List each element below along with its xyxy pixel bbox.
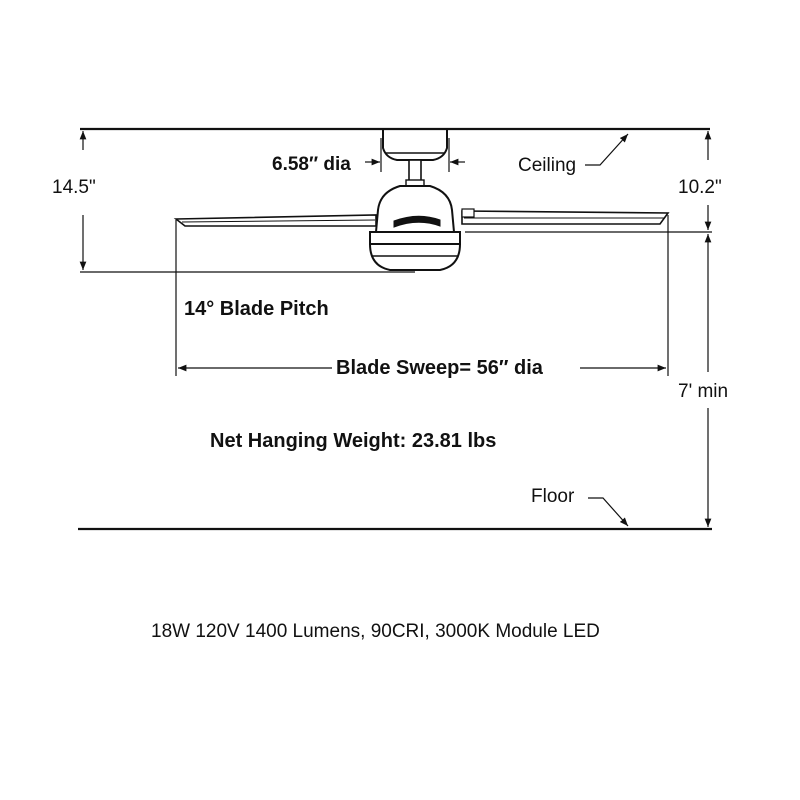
fan-downrod [408,159,422,183]
floor-label: Floor [531,486,575,507]
blade-iron [393,215,441,228]
fan-light-kit [369,231,461,245]
canopy-dimension [365,138,465,172]
height-left-dimension [79,131,415,273]
ceiling-fan-drawing [173,130,670,271]
ceiling-leader [585,133,629,166]
min-height-label: 7' min [678,381,728,402]
height-right-dimension [465,131,712,233]
blade-pitch-label: 14° Blade Pitch [184,298,329,320]
led-spec-label: 18W 120V 1400 Lumens, 90CRI, 3000K Modul… [151,621,600,642]
blade-sweep-label: Blade Sweep= 56″ dia [336,357,544,379]
height-left-label: 14.5" [52,177,96,198]
floor-leader [588,497,629,527]
blade-sweep-dimension [175,215,669,376]
net-weight-label: Net Hanging Weight: 23.81 lbs [210,430,496,452]
fan-canopy [382,130,448,161]
canopy-dia-label: 6.58″ dia [272,154,351,175]
height-right-label: 10.2" [678,177,722,198]
fan-motor-housing [374,185,456,233]
ceiling-label: Ceiling [518,155,576,176]
